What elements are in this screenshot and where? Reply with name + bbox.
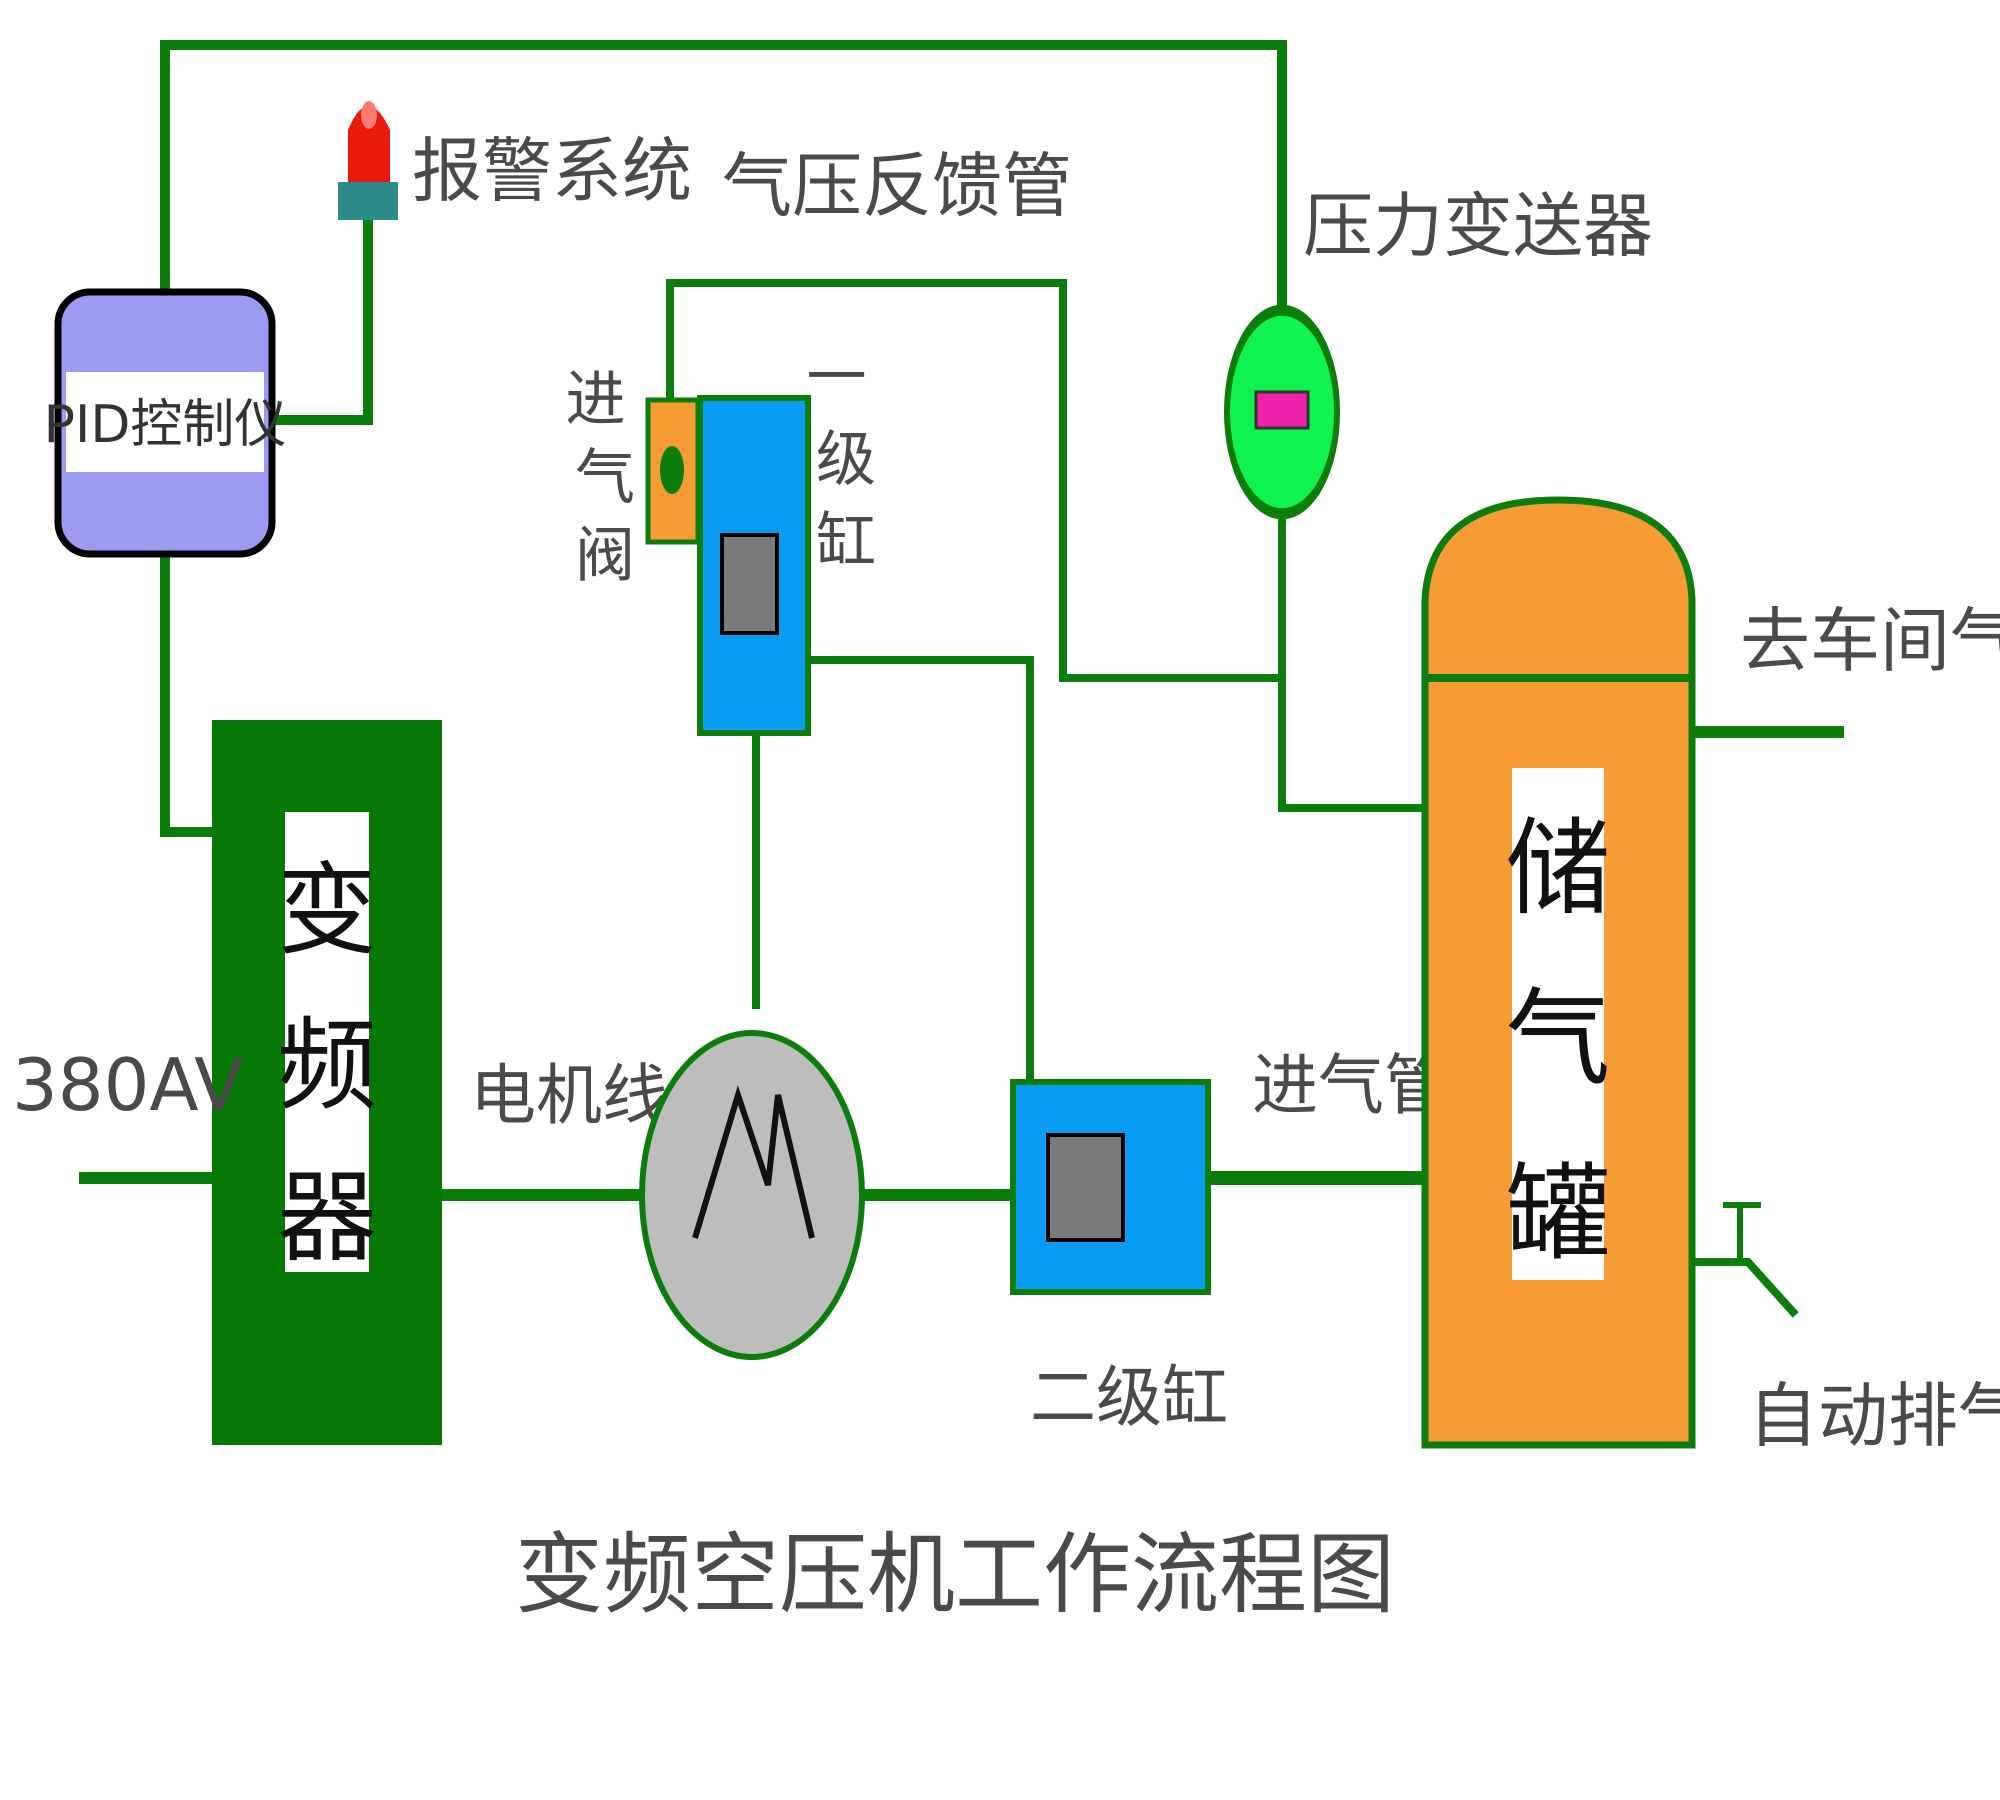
- alarm-light-highlight: [361, 101, 377, 129]
- motor-wire-label: 电机线: [470, 1057, 668, 1134]
- pressure-transmitter-label: 压力变送器: [1303, 185, 1653, 267]
- storage-tank: 储 气 罐: [1421, 496, 1696, 1449]
- storage-tank-label-ch1: 储: [1505, 808, 1610, 930]
- auto-exhaust-line: [1688, 1258, 1799, 1318]
- pid-controller: PID控制仪: [44, 288, 287, 558]
- inlet-valve: 进 气阀: [565, 365, 701, 591]
- inlet-valve-label: 进 气阀: [565, 365, 644, 591]
- pressure-feedback-pipe-line: [666, 279, 1286, 682]
- motor: M: [639, 1030, 865, 1360]
- diagram-caption: 变频空压机工作流程图: [515, 1523, 1395, 1626]
- inlet-valve-label-ch1-char-1: 气: [575, 443, 635, 513]
- inverter: 变 频 器: [212, 720, 442, 1445]
- signal-line-pid-to-alarm: [267, 210, 373, 425]
- inlet-valve-label-ch1-char-2: 阀: [575, 521, 635, 591]
- inverter-label-ch3: 器: [277, 1159, 377, 1276]
- pipes: [79, 40, 1844, 1318]
- stage1-cylinder: [697, 395, 811, 736]
- inverter-label-panel: [285, 812, 369, 1272]
- auto-exhaust-label: 自动排气: [1748, 1375, 2000, 1457]
- storage-tank-label-panel: [1512, 768, 1604, 1280]
- alarm-light-icon: [348, 106, 390, 182]
- inverter-label-ch1: 变: [277, 852, 377, 969]
- inlet-valve-indicator: [660, 446, 684, 494]
- pressure-feedback-pipe-label: 气压反馈管: [722, 145, 1072, 227]
- transmitter-to-tank-line: [1278, 511, 1429, 812]
- stage1-cylinder-label: 一 级缸: [806, 343, 885, 577]
- alarm-system-label: 报警系统: [412, 130, 692, 212]
- pressure-transmitter-indicator: [1254, 390, 1310, 430]
- stage1-cylinder-label-text-char-2: 缸: [816, 507, 876, 577]
- inlet-pipe-label: 进气管: [1252, 1047, 1450, 1124]
- storage-tank-label-ch2: 气: [1505, 978, 1610, 1100]
- stage1-to-stage2-pipe: [804, 656, 1034, 1086]
- to-workshop-pipe-label: 去车间气管: [1740, 600, 2000, 682]
- motor-symbol-icon: [692, 1085, 815, 1239]
- alarm-base: [338, 182, 398, 220]
- power-input-label: 380AV: [12, 1043, 243, 1127]
- signal-line-pid-to-inverter: [160, 550, 217, 837]
- inlet-valve-label-ch1: 进: [565, 365, 625, 435]
- alarm-system: 报警系统: [338, 101, 692, 220]
- pid-controller-label: PID控制仪: [44, 395, 287, 455]
- motor-body: [639, 1030, 865, 1360]
- stage2-piston: [1046, 1133, 1125, 1242]
- stage2-cylinder-label: 二级缸: [1030, 1359, 1228, 1436]
- storage-tank-label-ch3: 罐: [1505, 1153, 1610, 1275]
- motor-symbol-text: M: [751, 1199, 753, 1201]
- stage1-cylinder-label-text: 一: [806, 343, 866, 413]
- pressure-transmitter: 压力变送器: [1224, 185, 1653, 520]
- signal-line-pid-to-transmitter: [160, 40, 1287, 315]
- stage1-cylinder-label-text-char-1: 级: [816, 425, 876, 495]
- stage2-cylinder: [1010, 1079, 1211, 1295]
- auto-exhaust-valve-stem: [1723, 1202, 1761, 1261]
- inverter-label-ch2: 频: [277, 1007, 377, 1124]
- stage1-piston: [720, 533, 779, 635]
- pid-controller-label-panel: [66, 372, 264, 472]
